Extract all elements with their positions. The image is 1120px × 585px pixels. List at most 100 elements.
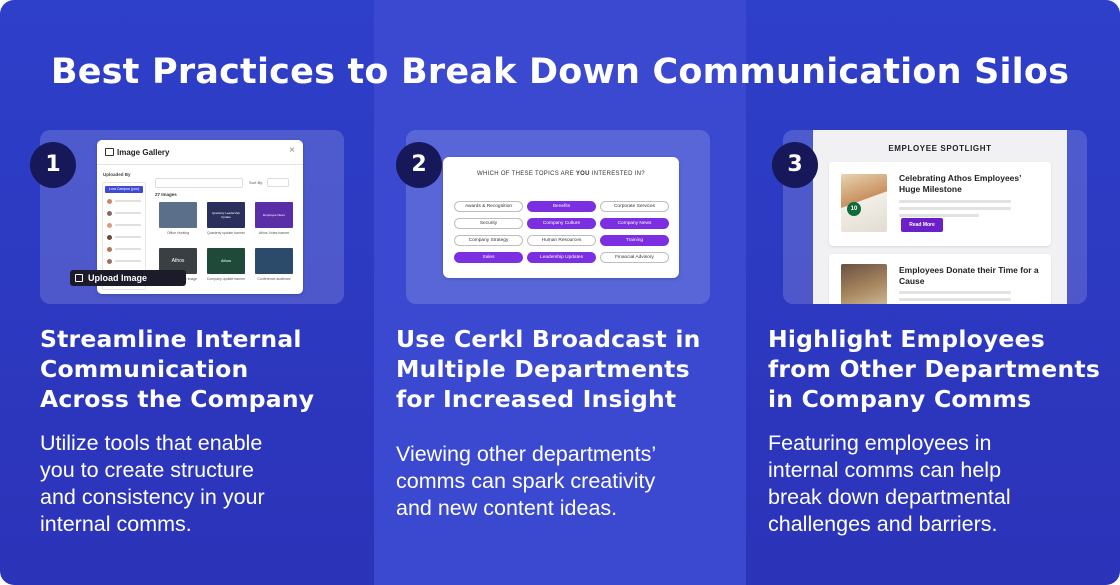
question-text: INTERESTED IN?	[589, 171, 645, 177]
read-more-button[interactable]: Read More	[901, 218, 943, 232]
thumb-text: Athos	[171, 258, 185, 264]
thumbnail[interactable]	[255, 248, 293, 274]
body-line: break down departmental	[768, 485, 1011, 509]
gallery-icon	[105, 148, 114, 156]
thumb-caption: Office Hunting	[166, 231, 190, 235]
selected-user-chip[interactable]: Lora Campos (you)	[105, 186, 143, 193]
text-placeholder	[899, 291, 1011, 294]
topic-pill[interactable]: Benefits	[527, 201, 596, 212]
topic-pill[interactable]: Financial Advisory	[600, 252, 669, 263]
avatar[interactable]	[107, 259, 112, 264]
body-line: and new content ideas.	[396, 496, 618, 520]
question-emphasis: YOU	[575, 171, 590, 177]
avatar[interactable]	[107, 223, 112, 228]
story-photo	[841, 264, 887, 304]
topic-pill[interactable]: Training	[600, 235, 669, 246]
list-item	[115, 236, 141, 238]
heading-line: Across the Company	[40, 385, 315, 413]
avatar[interactable]	[107, 211, 112, 216]
avatar[interactable]	[107, 199, 112, 204]
upload-image-button[interactable]: Upload Image	[70, 270, 186, 286]
body-line: Viewing other departments’	[396, 442, 657, 466]
column-2-body: Viewing other departments’ comms can spa…	[396, 441, 656, 522]
divider	[97, 164, 303, 165]
avatar[interactable]	[107, 247, 112, 252]
topic-pill[interactable]: Corporate Services	[600, 201, 669, 212]
card-topics: WHICH OF THESE TOPICS ARE YOU INTERESTED…	[406, 130, 710, 304]
heading-line: Streamline Internal	[40, 325, 302, 353]
body-line: Utilize tools that enable	[40, 431, 263, 455]
selected-user-label: Lora Campos (you)	[109, 187, 139, 191]
card-spotlight: EMPLOYEE SPOTLIGHT 10 Celebrating Athos …	[783, 130, 1087, 304]
heading-line: Highlight Employees	[768, 325, 1045, 353]
milestone-badge: 10	[847, 202, 861, 216]
spotlight-header: EMPLOYEE SPOTLIGHT	[888, 144, 992, 153]
thumb-caption: Company update banner	[206, 277, 246, 281]
story-title: Employees Donate their Time for a Cause	[899, 265, 1039, 286]
search-input[interactable]	[155, 178, 243, 188]
body-line: challenges and barriers.	[768, 512, 998, 536]
page-title: Best Practices to Break Down Communicati…	[50, 52, 1070, 92]
uploaded-by-label: Uploaded By	[103, 172, 131, 177]
thumb-text: Athos	[220, 258, 232, 263]
list-item	[115, 248, 141, 250]
column-3-body: Featuring employees in internal comms ca…	[768, 430, 1011, 538]
column-3-heading: Highlight Employees from Other Departmen…	[768, 324, 1100, 414]
list-item	[115, 260, 141, 262]
step-number-1: 1	[30, 142, 76, 188]
image-count: 27 Images	[155, 192, 177, 197]
story-title: Celebrating Athos Employees’ Huge Milest…	[899, 173, 1022, 194]
thumb-caption: Quarterly update banner	[207, 231, 245, 235]
thumbnail[interactable]: Quarterly Leadership Update	[207, 202, 245, 228]
middle-column-background	[374, 0, 746, 585]
body-line: internal comms.	[40, 512, 192, 536]
column-1-heading: Streamline Internal Communication Across…	[40, 324, 314, 414]
text-placeholder	[899, 214, 979, 217]
topic-pill[interactable]: Leadership Updates	[527, 252, 596, 263]
employee-photo: 10	[841, 174, 887, 232]
topic-pill[interactable]: Company Culture	[527, 218, 596, 229]
text-placeholder	[899, 207, 1011, 210]
thumbnail[interactable]: Athos	[207, 248, 245, 274]
topic-pill[interactable]: Awards & Recognition	[454, 201, 523, 212]
image-icon	[75, 274, 83, 282]
heading-line: for Increased Insight	[396, 385, 677, 413]
thumb-caption: Athos Votes banner	[258, 231, 290, 235]
body-line: internal comms can help	[768, 458, 1002, 482]
question-text: WHICH OF THESE TOPICS ARE	[477, 171, 576, 177]
step-number-3: 3	[772, 142, 818, 188]
heading-line: from Other Departments	[768, 355, 1101, 383]
sort-by-label: Sort By:	[249, 180, 264, 185]
thumb-caption: Conference audience	[257, 277, 291, 281]
topic-pill[interactable]: Company Strategy	[454, 235, 523, 246]
topic-pill[interactable]: Company News	[600, 218, 669, 229]
topic-pill[interactable]: Security	[454, 218, 523, 229]
column-1-body: Utilize tools that enable you to create …	[40, 430, 265, 538]
sort-select[interactable]	[267, 178, 289, 187]
thumbnail[interactable]: Athos	[159, 248, 197, 274]
list-item	[115, 224, 141, 226]
body-line: Featuring employees in	[768, 431, 992, 455]
body-line: comms can spark creativity	[396, 469, 656, 493]
heading-line: Multiple Departments	[396, 355, 690, 383]
story-card[interactable]: 10 Celebrating Athos Employees’ Huge Mil…	[829, 162, 1051, 246]
thumb-text: Employee News	[263, 213, 285, 217]
gallery-title: Image Gallery	[117, 148, 170, 157]
uploader-list: Lora Campos (you)	[102, 182, 146, 290]
thumbnail[interactable]	[159, 202, 197, 228]
list-item	[115, 212, 141, 214]
thumbnail[interactable]: Employee News	[255, 202, 293, 228]
close-icon[interactable]: ×	[289, 145, 295, 156]
topic-question: WHICH OF THESE TOPICS ARE YOU INTERESTED…	[443, 171, 679, 177]
body-line: and consistency in your	[40, 485, 265, 509]
topic-pill[interactable]: Human Resources	[527, 235, 596, 246]
topic-pill[interactable]: Sales	[454, 252, 523, 263]
heading-line: in Company Comms	[768, 385, 1032, 413]
avatar[interactable]	[107, 235, 112, 240]
story-card[interactable]: Employees Donate their Time for a Cause	[829, 254, 1051, 304]
thumb-text: Quarterly Leadership Update	[211, 211, 240, 219]
column-2-heading: Use Cerkl Broadcast in Multiple Departme…	[396, 324, 701, 414]
heading-line: Use Cerkl Broadcast in	[396, 325, 701, 353]
card-image-gallery: Image Gallery × Uploaded By Lora Campos …	[40, 130, 344, 304]
